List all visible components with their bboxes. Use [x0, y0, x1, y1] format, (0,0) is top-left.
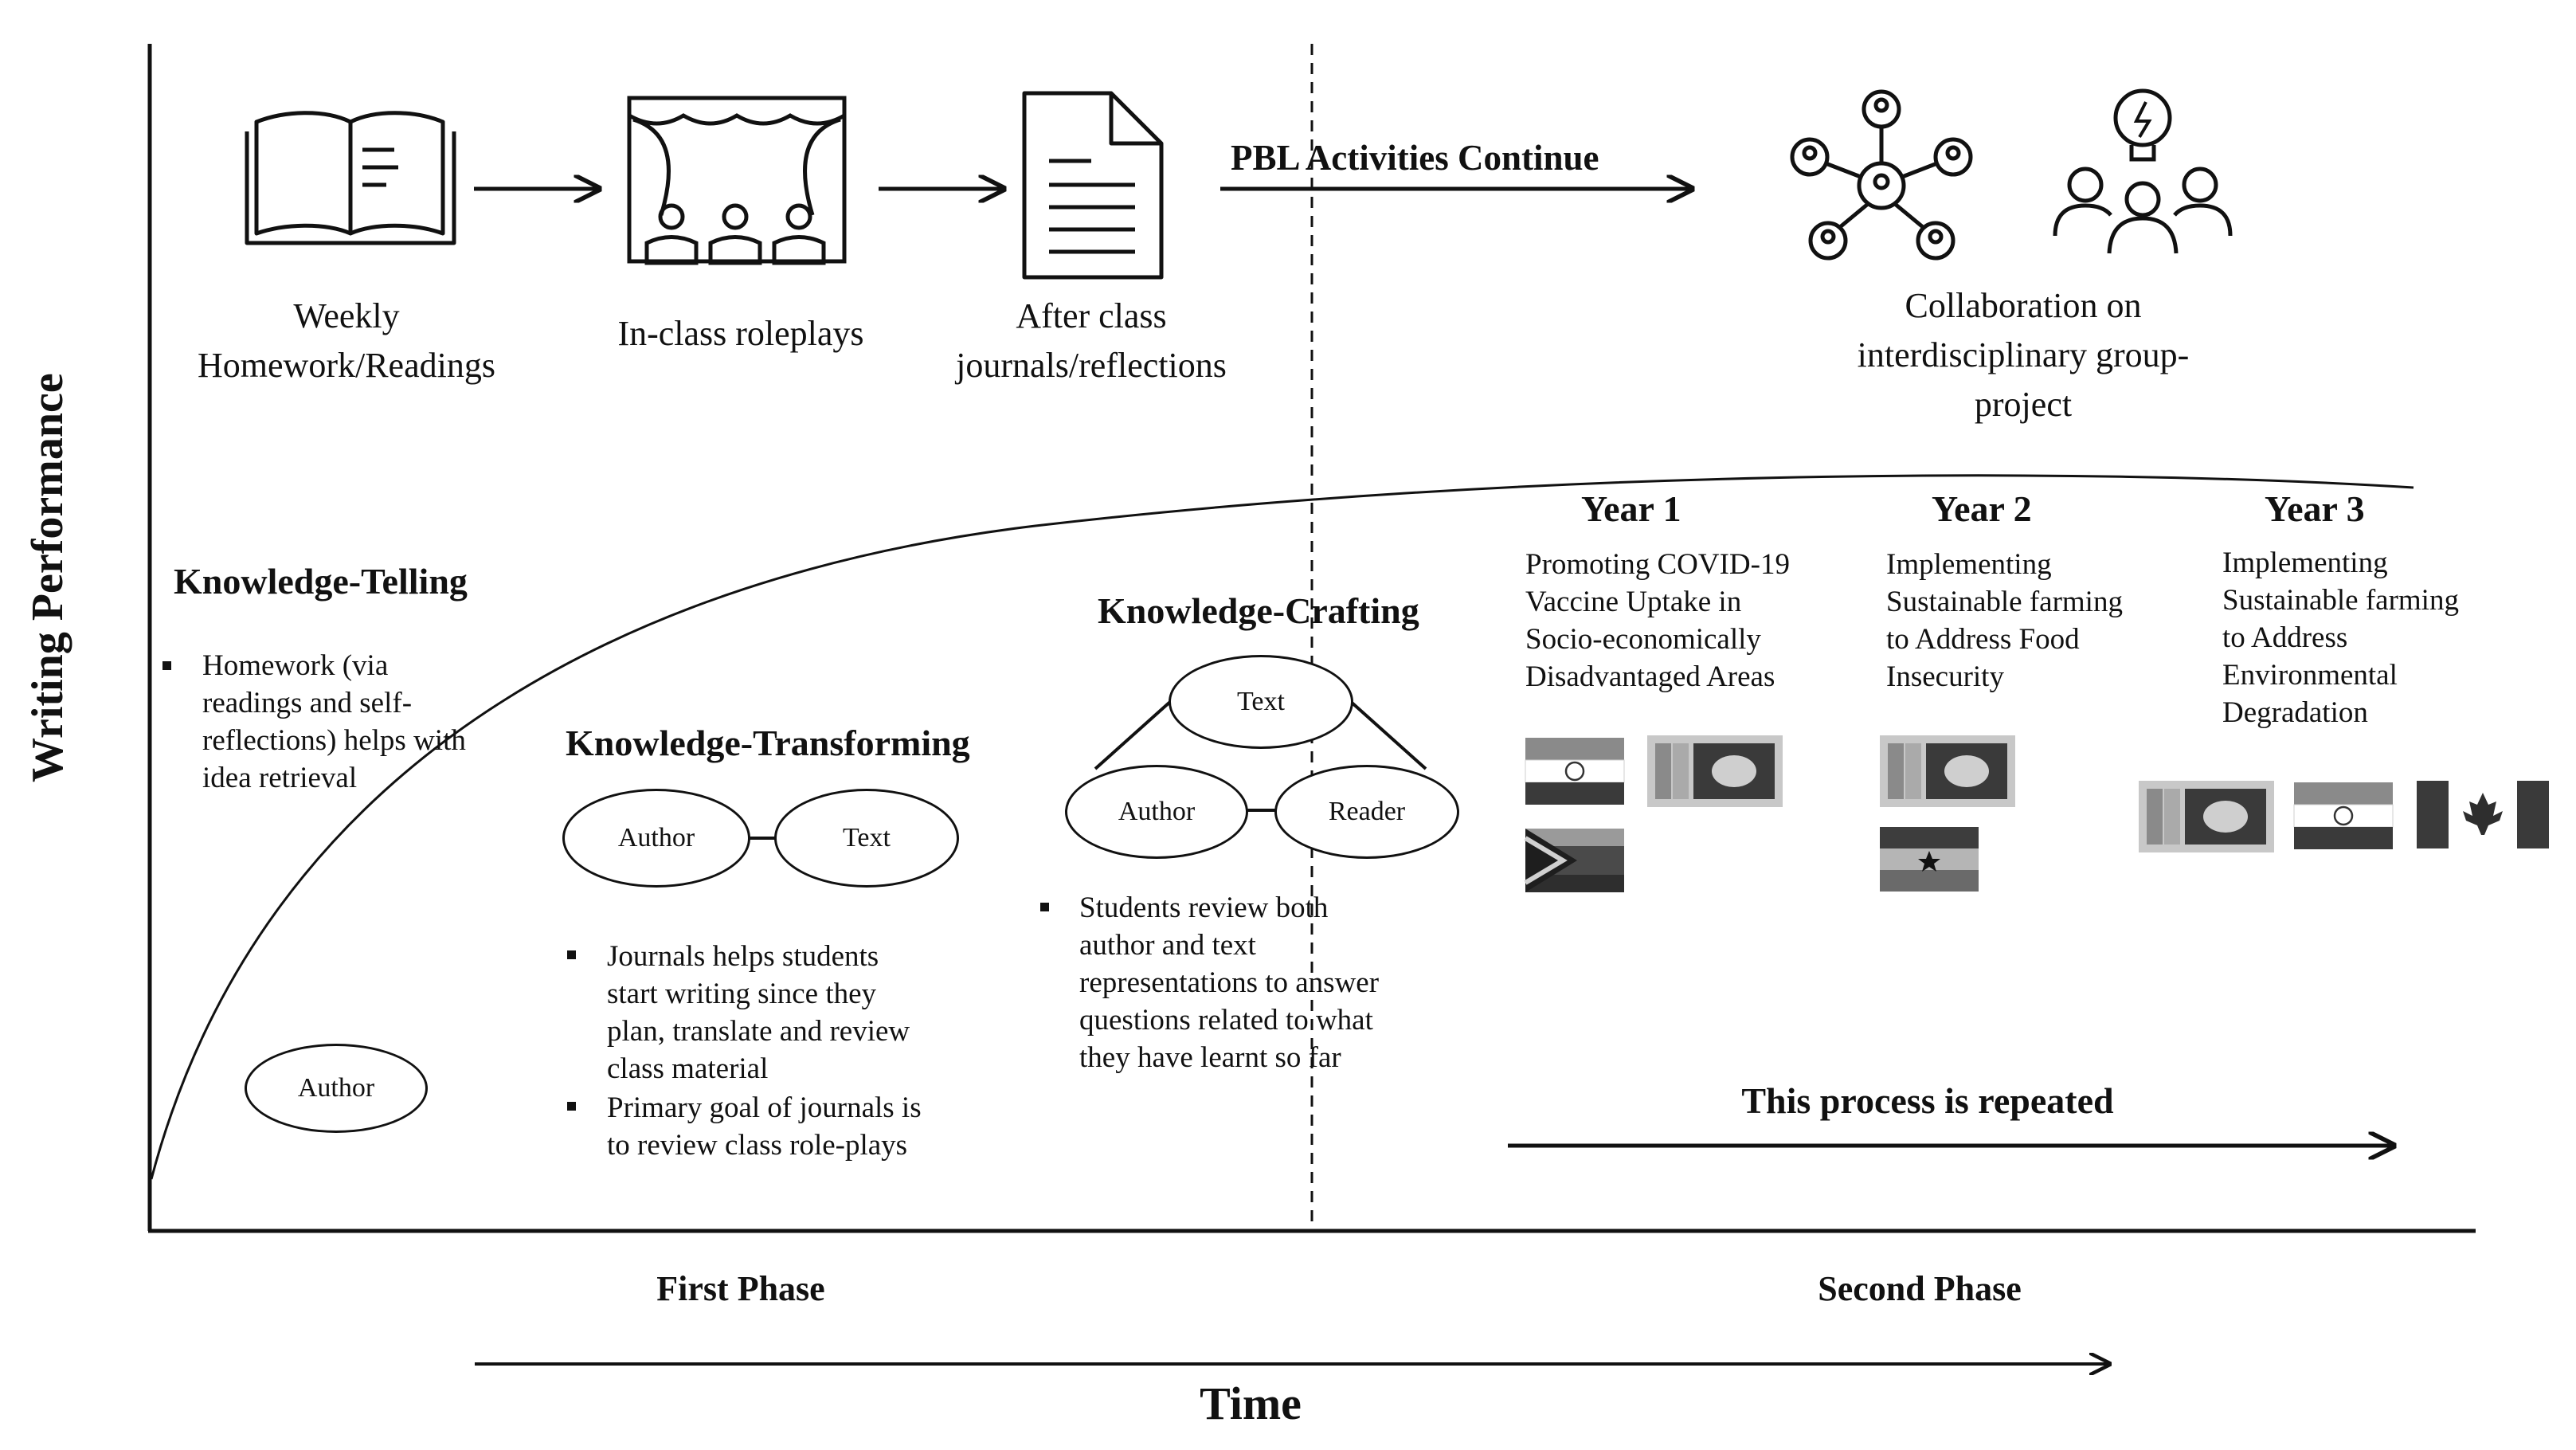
- oval-text-crafting: Text: [1169, 655, 1353, 749]
- oval-author-transforming: Author: [562, 789, 750, 888]
- bullet-line: Journals helps students: [607, 940, 879, 973]
- project-line: Implementing: [2222, 547, 2388, 579]
- theatre-icon: [627, 96, 847, 265]
- oval-author-telling: Author: [245, 1044, 428, 1133]
- bullet-marker: [567, 950, 576, 959]
- bullet-line: start writing since they: [607, 978, 877, 1010]
- oval-reader-crafting: Reader: [1274, 765, 1459, 859]
- bullet-line: plan, translate and review: [607, 1015, 910, 1048]
- project-line: to Address: [2222, 621, 2348, 654]
- bullet-line: they have learnt so far: [1079, 1041, 1341, 1074]
- year-2-label: Year 2: [1932, 488, 2032, 529]
- project-line: Disadvantaged Areas: [1525, 660, 1775, 693]
- bullet-line: readings and self-: [202, 687, 413, 719]
- ghana-flag: [1880, 827, 1979, 892]
- telling-bullet-1: Homework (via readings and self- reflect…: [202, 647, 553, 797]
- document-icon: [1022, 91, 1164, 280]
- bullet-marker: [162, 661, 171, 670]
- label-journals: After class journals/reflections: [916, 292, 1266, 390]
- bullet-line: Homework (via: [202, 649, 389, 682]
- label-journals-line1: After class: [1016, 296, 1167, 335]
- bullet-line: reflections) helps with: [202, 724, 466, 757]
- bullet-line: Primary goal of journals is: [607, 1091, 922, 1124]
- network-icon: [1790, 89, 1973, 261]
- project-line: Implementing: [1886, 548, 2052, 581]
- sri-lanka-flag-3: [2139, 781, 2274, 852]
- project-line: Insecurity: [1886, 660, 2004, 693]
- project-line: Vaccine Uptake in: [1525, 586, 1742, 618]
- crafting-link-author-text: [1094, 700, 1173, 770]
- label-collab-line3: project: [1974, 385, 2073, 424]
- year-1-project: Promoting COVID-19 Vaccine Uptake in Soc…: [1525, 546, 1860, 696]
- year-3-label: Year 3: [2265, 488, 2365, 529]
- bullet-line: class material: [607, 1052, 769, 1085]
- x-axis-label: Time: [1200, 1378, 1302, 1429]
- label-collaboration: Collaboration on interdisciplinary group…: [1760, 281, 2286, 429]
- y-axis-label: Writing Performance: [23, 373, 72, 782]
- year-2-project: Implementing Sustainable farming to Addr…: [1886, 546, 2205, 696]
- canada-flag: [2417, 781, 2549, 848]
- south-africa-flag: [1524, 829, 1624, 892]
- label-weekly-line1: Weekly: [293, 296, 400, 335]
- project-line: Sustainable farming: [2222, 584, 2459, 617]
- bullet-marker: [1040, 903, 1049, 911]
- team-idea-icon: [2053, 88, 2233, 254]
- sri-lanka-flag-2: [1880, 735, 2015, 807]
- label-collab-line1: Collaboration on: [1905, 286, 2142, 325]
- project-line: Sustainable farming: [1886, 586, 2123, 618]
- transforming-bullet-1: Journals helps students start writing si…: [607, 938, 1021, 1088]
- bullet-line: author and text: [1079, 929, 1256, 962]
- phase-label-second: Second Phase: [1818, 1269, 2022, 1308]
- sri-lanka-flag: [1647, 735, 1783, 807]
- label-weekly: Weekly Homework/Readings: [151, 292, 542, 390]
- project-line: Promoting COVID-19: [1525, 548, 1790, 581]
- project-line: Environmental: [2222, 659, 2398, 692]
- label-roleplays: In-class roleplays: [617, 314, 864, 353]
- phase-label-first: First Phase: [656, 1269, 825, 1308]
- crafting-link-text-reader: [1349, 700, 1427, 770]
- year-1-label: Year 1: [1581, 488, 1681, 529]
- year-3-project: Implementing Sustainable farming to Addr…: [2222, 544, 2549, 731]
- label-weekly-line2: Homework/Readings: [198, 346, 495, 385]
- india-flag: [1525, 738, 1625, 805]
- stage-title-telling: Knowledge-Telling: [174, 561, 468, 602]
- bullet-line: questions related to what: [1079, 1004, 1373, 1037]
- book-icon: [245, 111, 456, 245]
- label-collab-line2: interdisciplinary group-: [1857, 335, 2190, 374]
- india-flag-2: [2293, 782, 2394, 849]
- bullet-line: to review class role-plays: [607, 1129, 908, 1162]
- oval-text-transforming: Text: [774, 789, 959, 888]
- crafting-bullet-1: Students review both author and text rep…: [1079, 889, 1454, 1076]
- project-line: Socio-economically: [1525, 623, 1761, 656]
- bullet-marker: [567, 1102, 576, 1111]
- oval-author-crafting: Author: [1065, 765, 1248, 859]
- repeat-label: This process is repeated: [1741, 1080, 2114, 1121]
- transforming-bullet-2: Primary goal of journals is to review cl…: [607, 1089, 1021, 1164]
- label-journals-line2: journals/reflections: [956, 346, 1227, 385]
- bullet-line: Students review both: [1079, 892, 1329, 924]
- project-line: Degradation: [2222, 696, 2368, 729]
- bullet-line: representations to answer: [1079, 966, 1380, 999]
- pbl-label: PBL Activities Continue: [1231, 138, 1599, 178]
- project-line: to Address Food: [1886, 623, 2080, 656]
- performance-curve: [150, 474, 2414, 1180]
- stage-title-crafting: Knowledge-Crafting: [1098, 590, 1419, 631]
- bullet-line: idea retrieval: [202, 762, 358, 794]
- stage-title-transforming: Knowledge-Transforming: [566, 723, 970, 763]
